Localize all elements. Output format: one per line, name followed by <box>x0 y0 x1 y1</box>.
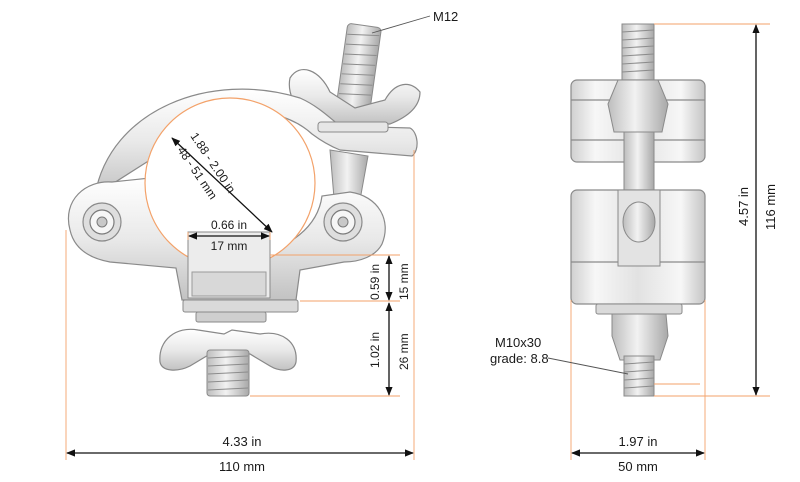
height-mm: 116 mm <box>763 184 778 230</box>
jaw-gap-mm: 15 mm <box>397 263 411 300</box>
side-width-in: 1.97 in <box>618 434 657 449</box>
thread-top-label: M12 <box>433 9 458 24</box>
side-bottom-nut <box>611 313 669 361</box>
front-extension-lines <box>65 150 415 460</box>
side-view <box>570 23 706 397</box>
bolt-spec-line-1: M10x30 <box>495 335 541 350</box>
front-width-dimension: 4.33 in 110 mm <box>66 434 414 474</box>
front-width-mm: 110 mm <box>219 459 265 474</box>
side-top-rod <box>621 23 655 85</box>
side-middle-rod <box>623 131 655 193</box>
bolt-spec-line-2: grade: 8.8 <box>490 351 549 366</box>
m12-callout: M12 <box>371 9 458 34</box>
right-hinge-bolt <box>323 202 363 242</box>
height-dimension: 4.57 in 116 mm <box>736 24 778 396</box>
lower-plate <box>182 299 299 313</box>
side-width-mm: 50 mm <box>618 459 658 474</box>
side-extension-lines <box>570 23 770 460</box>
side-bottom-plate <box>595 303 683 315</box>
jaw-gap-in: 0.59 in <box>368 264 382 300</box>
slot-width-dimension: 0.66 in 17 mm <box>188 218 270 253</box>
slot-width-mm: 17 mm <box>211 239 248 253</box>
lower-threaded-bolt <box>206 349 250 397</box>
side-swivel-joint <box>622 201 656 243</box>
top-washer <box>317 121 389 133</box>
slot-width-in: 0.66 in <box>211 218 247 232</box>
height-in: 4.57 in <box>736 187 751 226</box>
bolt-spec-callout: M10x30 grade: 8.8 <box>490 335 629 375</box>
bolt-length-dimension: 1.02 in 26 mm <box>368 302 411 396</box>
bolt-length-mm: 26 mm <box>397 333 411 370</box>
front-width-in: 4.33 in <box>222 434 261 449</box>
left-hinge-bolt <box>82 202 122 242</box>
side-top-nut <box>607 79 669 133</box>
side-width-dimension: 1.97 in 50 mm <box>571 434 705 474</box>
side-bottom-bolt <box>623 355 655 397</box>
jaw-gap-dimension: 0.59 in 15 mm <box>368 255 411 301</box>
bolt-length-in: 1.02 in <box>368 332 382 368</box>
